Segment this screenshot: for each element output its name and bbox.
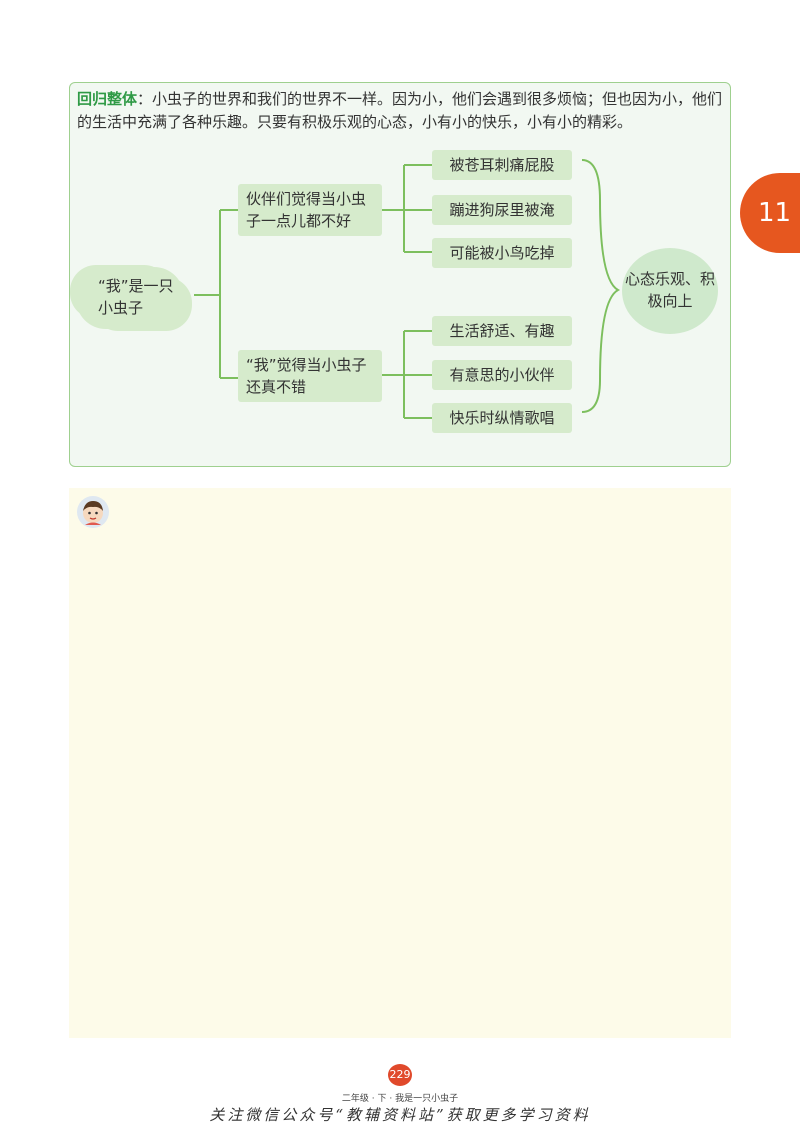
leaf-2-1: 生活舒适、有趣: [432, 316, 572, 346]
leaf-1-3: 可能被小鸟吃掉: [432, 238, 572, 268]
leaf-1-2: 蹦进狗尿里被淹: [432, 195, 572, 225]
branch-1-label: 伙伴们觉得当小虫子一点儿都不好: [238, 184, 382, 236]
running-title: 二年级 · 下 · 我是一只小虫子: [0, 1091, 800, 1104]
footer-note: 关注微信公众号“教辅资料站”获取更多学习资料: [0, 1104, 800, 1125]
branch-2-label: “我”觉得当小虫子还真不错: [238, 350, 382, 402]
page-number: 229: [388, 1064, 412, 1086]
leaf-1-1: 被苍耳刺痛屁股: [432, 150, 572, 180]
student-avatar-icon: [77, 496, 109, 528]
leaf-2-2: 有意思的小伙伴: [432, 360, 572, 390]
mindmap-root: “我”是一只小虫子: [76, 267, 184, 329]
mindmap-conclusion: 心态乐观、积极向上: [622, 248, 718, 334]
notes-area: [69, 488, 731, 1038]
leaf-2-3: 快乐时纵情歌唱: [432, 403, 572, 433]
